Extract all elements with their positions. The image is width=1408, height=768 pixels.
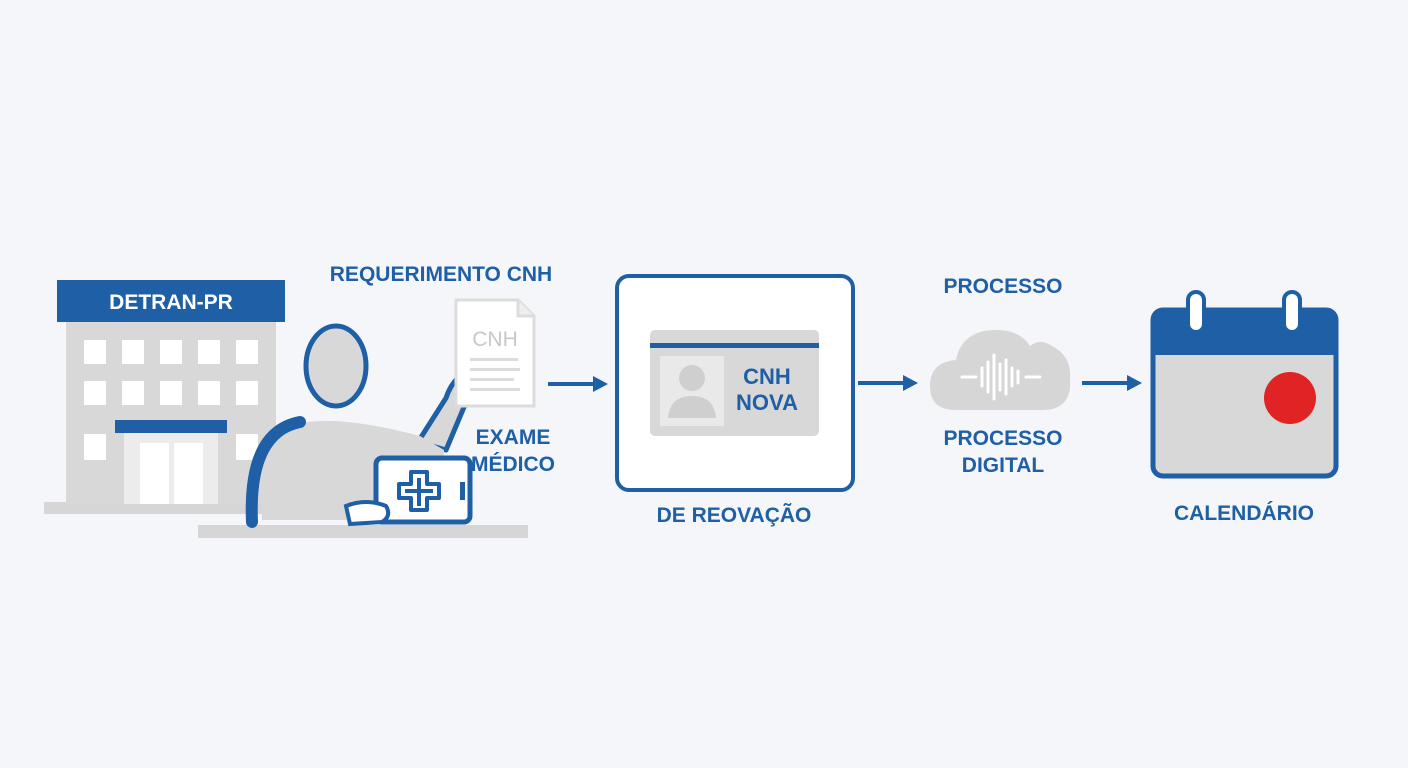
person-shoulder-outline [245, 416, 306, 528]
desk-surface [198, 525, 528, 538]
audio-wave-icon [960, 353, 1042, 401]
person-head [303, 323, 369, 409]
document-text: CNH [472, 328, 518, 351]
flow-arrow [548, 376, 608, 392]
medical-label-line2: MÉDICO [471, 453, 555, 476]
calendar-ring-right [1282, 290, 1302, 334]
document-caption: REQUERIMENTO CNH [330, 263, 552, 286]
cloud-icon [930, 330, 1071, 410]
cloud-label-line1: PROCESSO [943, 427, 1062, 450]
medical-label-line1: EXAME [476, 426, 551, 449]
license-card-line1: CNH [743, 364, 791, 389]
person-hand [343, 500, 391, 527]
building-ground-line [44, 502, 302, 514]
calendar-header [1153, 310, 1336, 355]
tablet-side-button [460, 482, 465, 500]
cloud-top-label: PROCESSO [943, 275, 1062, 298]
license-card-stripe [650, 343, 819, 348]
license-card-line2: NOVA [736, 390, 798, 415]
building-entrance-canopy [115, 420, 227, 433]
building-sign-band [57, 280, 285, 322]
license-panel: CNH NOVA [615, 274, 855, 492]
license-caption: DE REOVAÇÃO [657, 504, 812, 527]
calendar-marked-date-dot [1264, 372, 1316, 424]
calendar-caption: CALENDÁRIO [1174, 502, 1314, 525]
cloud-label-line2: DIGITAL [962, 454, 1045, 477]
document-icon: CNH [454, 298, 536, 408]
flow-arrow [1082, 375, 1142, 391]
flow-arrow [858, 375, 918, 391]
calendar-ring-left [1186, 290, 1206, 334]
person-avatar-icon [668, 365, 716, 418]
calendar-icon [1150, 290, 1339, 479]
applicant-illustration [198, 323, 528, 538]
building-door-left [140, 443, 169, 504]
building-entrance-frame [124, 433, 218, 504]
building-windows [84, 340, 258, 460]
building-door-right [174, 443, 203, 504]
building-sign-text: DETRAN-PR [109, 291, 233, 314]
medical-cross-icon [397, 470, 441, 512]
building-illustration: DETRAN-PR [44, 280, 302, 514]
